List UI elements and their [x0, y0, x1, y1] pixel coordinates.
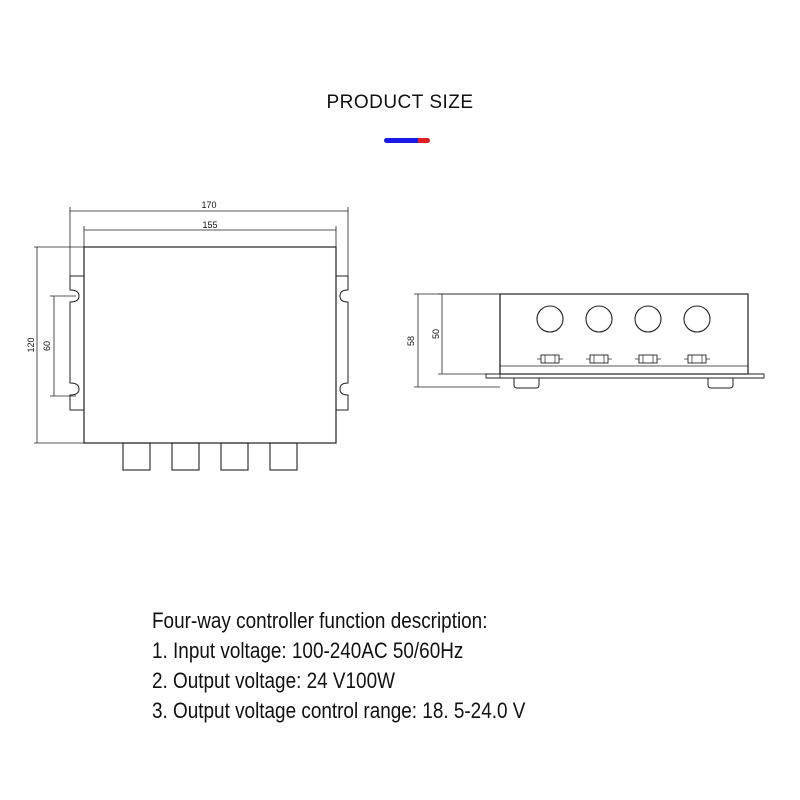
side-port-4	[684, 354, 710, 364]
description-item-2: 2. Output voltage: 24 V100W	[152, 668, 395, 693]
side-view-body	[499, 293, 749, 375]
side-hole-1	[536, 305, 564, 333]
top-view: 170 155 120 60	[26, 200, 349, 471]
top-connector-3	[220, 442, 249, 471]
top-connector-1	[122, 442, 151, 471]
dim-60-label: 60	[42, 341, 52, 351]
description-heading: Four-way controller function description…	[152, 608, 488, 633]
dim-170-label: 170	[201, 200, 216, 210]
description-item-1: 1. Input voltage: 100-240AC 50/60Hz	[152, 638, 464, 663]
dim-120-label: 120	[26, 337, 36, 352]
side-hole-2	[585, 305, 613, 333]
accent-blue-segment	[384, 138, 420, 143]
accent-red-segment	[418, 138, 430, 143]
side-foot-left	[513, 378, 540, 389]
side-port-3	[635, 354, 661, 364]
top-connector-4	[269, 442, 298, 471]
top-view-body	[83, 246, 337, 444]
side-hole-3	[634, 305, 662, 333]
side-base-plate	[485, 373, 765, 379]
page-title: PRODUCT SIZE	[326, 92, 474, 113]
side-port-1	[537, 354, 563, 364]
side-port-2	[586, 354, 612, 364]
dim-155-label: 155	[202, 220, 217, 230]
right-mounting-flange	[336, 275, 349, 411]
side-foot-right	[707, 378, 734, 389]
side-view: 58 50	[406, 293, 765, 389]
description-item-3: 3. Output voltage control range: 18. 5-2…	[152, 698, 526, 723]
dim-50-label: 50	[431, 329, 441, 339]
left-mounting-flange	[69, 275, 84, 411]
function-description: Four-way controller function description…	[152, 606, 685, 726]
title-accent-bar	[384, 138, 430, 143]
top-connector-2	[171, 442, 200, 471]
side-hole-4	[683, 305, 711, 333]
dim-58-label: 58	[406, 336, 416, 346]
